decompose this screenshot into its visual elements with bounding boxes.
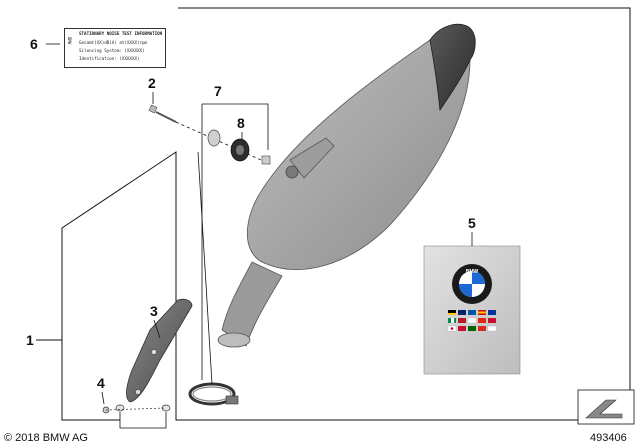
screw-upper bbox=[148, 104, 271, 165]
callout-6: 6 bbox=[30, 36, 38, 52]
assembly-frame bbox=[36, 7, 631, 421]
noise-label-heading: STATIONARY NOISE TEST INFORMATION bbox=[79, 31, 163, 36]
booklet: BMW bbox=[423, 232, 521, 375]
muffler-inlet-opening bbox=[217, 332, 251, 348]
part4-leader bbox=[101, 391, 105, 405]
diagram-number: 493406 bbox=[590, 432, 627, 444]
mount-bolt-hole bbox=[285, 165, 299, 179]
callout-5: 5 bbox=[468, 215, 476, 231]
part4-bracket bbox=[119, 412, 167, 429]
callout-3: 3 bbox=[150, 303, 158, 319]
view-direction-icon bbox=[577, 389, 635, 425]
callout-4: 4 bbox=[97, 375, 105, 391]
callout-7: 7 bbox=[214, 83, 222, 99]
callout-8: 8 bbox=[237, 115, 245, 131]
noise-label-line1: Gesamt(XX)dB(A) at(XXXX)rpm bbox=[79, 40, 148, 45]
bmw-logo: BMW bbox=[452, 264, 492, 304]
muffler-end-cap bbox=[429, 23, 476, 112]
washer bbox=[207, 129, 221, 147]
pipe-clamp bbox=[188, 382, 239, 406]
muffler bbox=[217, 23, 476, 348]
bmw-logo-text: BMW bbox=[466, 269, 479, 275]
part7-bracket bbox=[202, 103, 269, 150]
clamp-leader bbox=[197, 151, 213, 385]
copyright-text: © 2018 BMW AG bbox=[4, 432, 88, 444]
muffler-mount-bracket bbox=[289, 137, 335, 179]
noise-label-side-text: BMW bbox=[67, 37, 72, 45]
noise-test-label: STATIONARY NOISE TEST INFORMATION BMW Ge… bbox=[64, 28, 166, 68]
noise-label-line3: Identification: (XXXXXX) bbox=[79, 56, 140, 61]
language-flags bbox=[447, 310, 497, 332]
callout-2: 2 bbox=[148, 75, 156, 91]
heat-shield bbox=[126, 298, 193, 403]
muffler-body bbox=[246, 39, 471, 270]
screw-set-lower bbox=[102, 404, 171, 414]
muffler-inlet-pipe bbox=[221, 261, 283, 347]
callout-1: 1 bbox=[26, 332, 34, 348]
noise-label-line2: Silencing System: (XXXXXX) bbox=[79, 48, 145, 53]
washer-and-bushing bbox=[207, 129, 271, 165]
part3-leader bbox=[153, 319, 161, 339]
